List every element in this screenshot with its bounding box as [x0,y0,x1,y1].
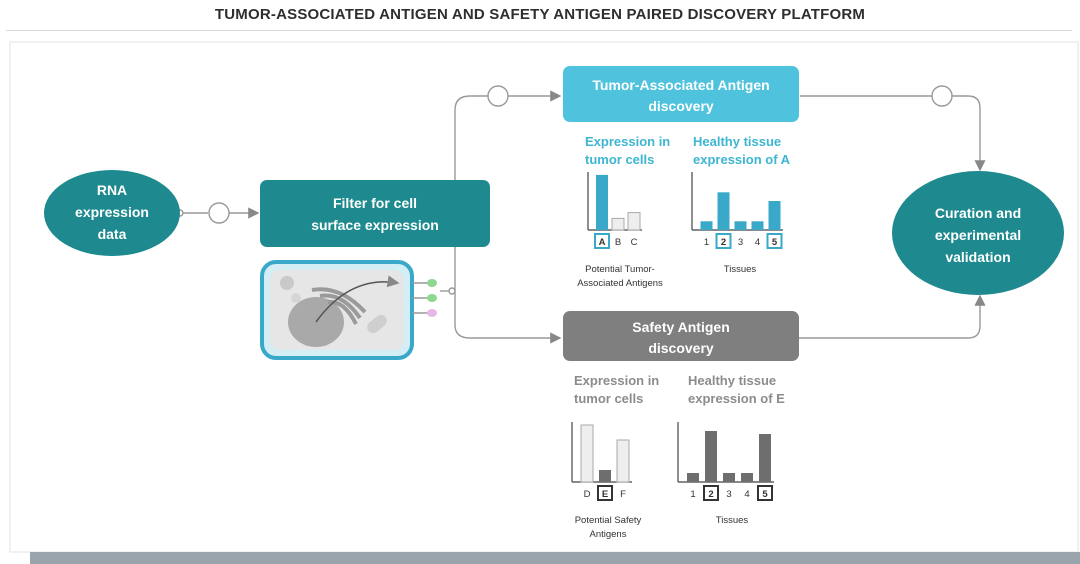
rna-line-3: data [98,226,127,242]
safety-right-heading-1: Healthy tissue [688,373,776,388]
taa-left-highlight-A [594,233,610,249]
safety-left-heading-1: Expression in [574,373,659,388]
safety-right-highlight-2 [703,485,719,501]
taa-line-1: Tumor-Associated Antigen [592,77,769,93]
safety-right-tick-1: 1 [690,489,695,500]
safety-left-caption-1: Potential Safety [575,515,642,526]
taa-discovery-node: Tumor-Associated Antigen discovery [563,66,799,122]
taa-left-caption-2: Associated Antigens [577,278,663,289]
safety-line-1: Safety Antigen [632,319,730,335]
taa-left-bar-B [611,217,625,231]
page-title: TUMOR-ASSOCIATED ANTIGEN AND SAFETY ANTI… [214,6,866,23]
taa-right-heading-1: Healthy tissue [693,134,781,149]
taa-left-bar-A [596,174,608,230]
taa-left-heading-2: tumor cells [585,152,654,167]
connector-lines [176,85,986,344]
safety-line-2: discovery [648,340,714,356]
safety-left-bar-D [580,424,594,483]
bottom-band [30,552,1080,564]
taa-left-tick-A: A [599,237,606,248]
safety-left-bar-E [599,470,611,482]
filter-line-2: surface expression [311,217,439,233]
curation-node: Curation and experimental validation [892,171,1064,295]
safety-right-bar-3 [723,473,735,482]
safety-right-tick-5: 5 [762,489,768,500]
safety-right-tick-2: 2 [708,489,713,500]
rna-expression-node: RNA expression data [44,170,180,256]
safety-right-caption: Tissues [716,515,749,526]
safety-left-highlight-E [597,485,613,501]
rna-line-2: expression [75,204,149,220]
taa-right-bar-3 [734,221,747,230]
taa-right-bar-2 [717,192,730,230]
rna-line-1: RNA [97,182,127,198]
safety-healthy-tissue-chart: 1 2 3 4 5 [677,422,774,501]
taa-line-2: discovery [648,98,714,114]
safety-right-bar-1 [687,473,699,482]
safety-discovery-node: Safety Antigen discovery [563,311,799,361]
curation-line-1: Curation and [935,205,1021,221]
taa-right-bar-4 [751,221,764,230]
title-divider [6,30,1072,31]
taa-right-tick-4: 4 [755,237,760,248]
safety-left-caption-2: Antigens [590,529,627,540]
filter-line-1: Filter for cell [333,195,417,211]
safety-right-tick-3: 3 [726,489,731,500]
taa-right-tick-3: 3 [738,237,743,248]
cell-icon [260,260,437,360]
safety-left-heading-2: tumor cells [574,391,643,406]
taa-right-bar-5 [768,201,781,230]
safety-right-tick-4: 4 [744,489,749,500]
taa-right-caption: Tissues [724,264,757,275]
taa-healthy-tissue-chart: 1 2 3 4 5 [691,172,783,249]
safety-right-heading-2: expression of E [688,391,785,406]
taa-left-tick-C: C [631,237,638,248]
taa-right-bar-1 [700,221,713,230]
safety-left-tick-F: F [620,489,626,500]
taa-right-tick-2: 2 [721,237,726,248]
taa-right-heading-2: expression of A [693,152,791,167]
safety-left-tick-D: D [584,489,591,500]
taa-right-tick-1: 1 [704,237,709,248]
safety-right-highlight-5 [757,485,773,501]
taa-right-highlight-5 [766,233,783,249]
curation-line-2: experimental [935,227,1021,243]
diagram-frame [9,41,1079,553]
taa-left-tick-B: B [615,237,621,248]
taa-left-caption-1: Potential Tumor- [585,264,655,275]
taa-left-bar-C [627,212,641,231]
safety-right-bar-5 [759,434,771,482]
safety-left-tick-E: E [602,489,608,500]
safety-right-bar-4 [741,473,753,482]
filter-node: Filter for cell surface expression [260,180,490,247]
curation-line-3: validation [945,249,1010,265]
safety-right-bar-2 [705,431,717,482]
taa-left-heading-1: Expression in [585,134,670,149]
taa-right-highlight-2 [715,233,732,249]
safety-left-bar-F [616,439,630,483]
taa-right-tick-5: 5 [772,237,778,248]
